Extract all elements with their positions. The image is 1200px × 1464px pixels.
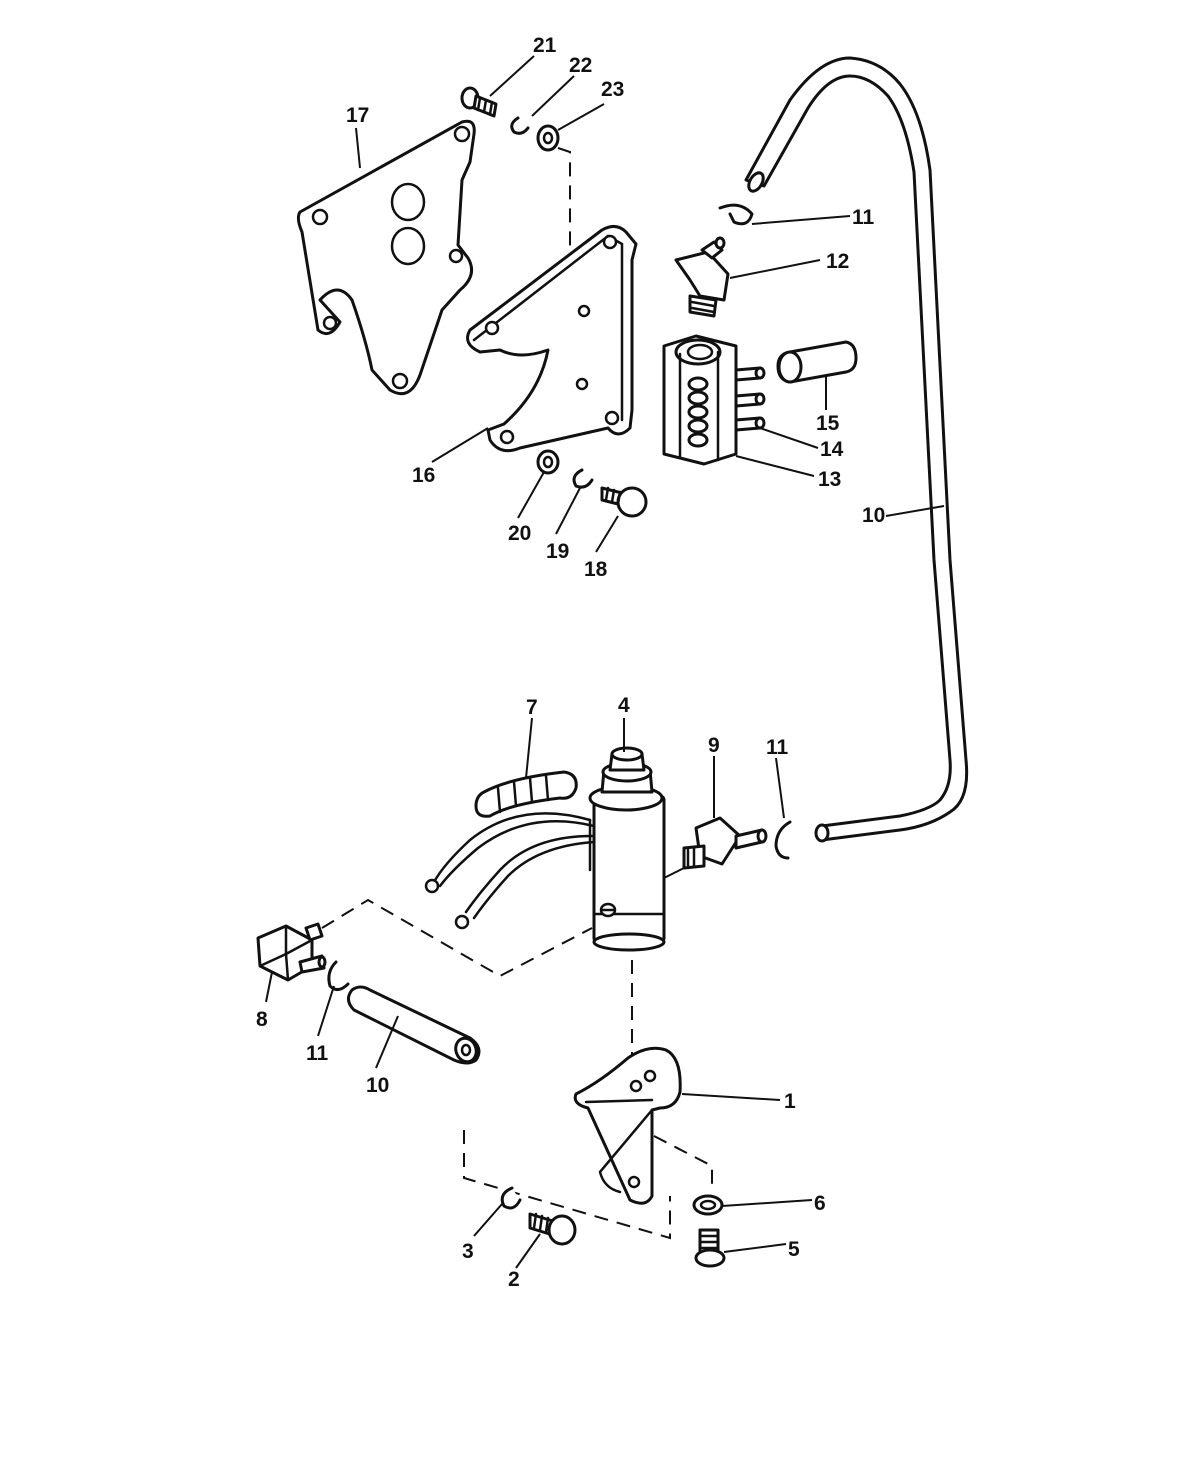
part-13-fuel-block (662, 334, 738, 466)
callout-16: 16 (412, 464, 435, 487)
part-21-screw (460, 86, 498, 118)
part-11-clamp-top (718, 203, 754, 226)
part-9-fitting (682, 816, 768, 870)
part-4-wire-leads (424, 812, 596, 930)
callout-7: 7 (526, 696, 538, 719)
part-18-screw (600, 486, 648, 518)
part-20-washer (536, 449, 560, 475)
part-1-bracket (573, 1046, 682, 1205)
leader-lines (265, 55, 945, 1269)
callout-8: 8 (256, 1008, 268, 1031)
callout-6: 6 (814, 1192, 826, 1215)
callout-5: 5 (788, 1238, 800, 1261)
callout-19: 19 (546, 540, 569, 563)
callout-13: 13 (818, 468, 841, 491)
part-7-sleeve (474, 770, 578, 818)
callout-18: 18 (584, 558, 608, 581)
callout-20: 20 (508, 522, 531, 545)
group-bracket-5-6 (653, 1135, 713, 1192)
alignment-line-23-16 (557, 147, 571, 248)
callout-9: 9 (708, 734, 720, 757)
part-22-lockwasher (510, 116, 530, 135)
part-10-long-hose (744, 56, 969, 843)
callout-12: 12 (826, 250, 849, 273)
callout-10-long-hose: 10 (862, 504, 885, 527)
callout-21: 21 (533, 34, 557, 57)
callout-15: 15 (816, 412, 840, 435)
part-15-hose (776, 340, 858, 384)
part-17-gasket (296, 119, 476, 396)
callout-14: 14 (820, 438, 844, 461)
part-14-nipples (734, 366, 766, 432)
part-12-elbow-fitting (674, 236, 730, 318)
part-11-clamp-left (327, 960, 350, 991)
callout-22: 22 (569, 54, 592, 77)
part-3-lockwasher (500, 1186, 522, 1210)
part-16-adapter-plate (466, 225, 638, 453)
callout-3: 3 (462, 1240, 474, 1263)
callout-1: 1 (784, 1090, 796, 1113)
callout-labels: 21 22 23 17 11 12 15 14 13 16 20 19 18 1… (256, 34, 885, 1291)
callout-11-right: 11 (766, 736, 789, 759)
leader-9-solenoid (663, 867, 685, 879)
part-6-washer (692, 1194, 724, 1216)
part-11-clamp-right (774, 820, 792, 860)
callout-10-short-hose: 10 (366, 1074, 389, 1097)
callout-2: 2 (508, 1268, 520, 1291)
callout-17: 17 (346, 104, 369, 127)
part-5-screw (694, 1228, 726, 1268)
part-8-tee-fitting (256, 922, 327, 982)
part-10-short-hose (347, 985, 481, 1065)
callout-23: 23 (601, 78, 624, 101)
part-4-solenoid-valve (588, 746, 666, 952)
part-2-screw (528, 1212, 577, 1246)
part-19-lockwasher (572, 468, 594, 489)
part-23-washer (536, 124, 560, 152)
callout-4: 4 (618, 694, 630, 717)
callout-11-left: 11 (306, 1042, 329, 1065)
alignment-line-8-4 (321, 898, 593, 978)
group-bracket-2-3 (463, 1130, 671, 1240)
callout-11-top: 11 (852, 206, 875, 229)
